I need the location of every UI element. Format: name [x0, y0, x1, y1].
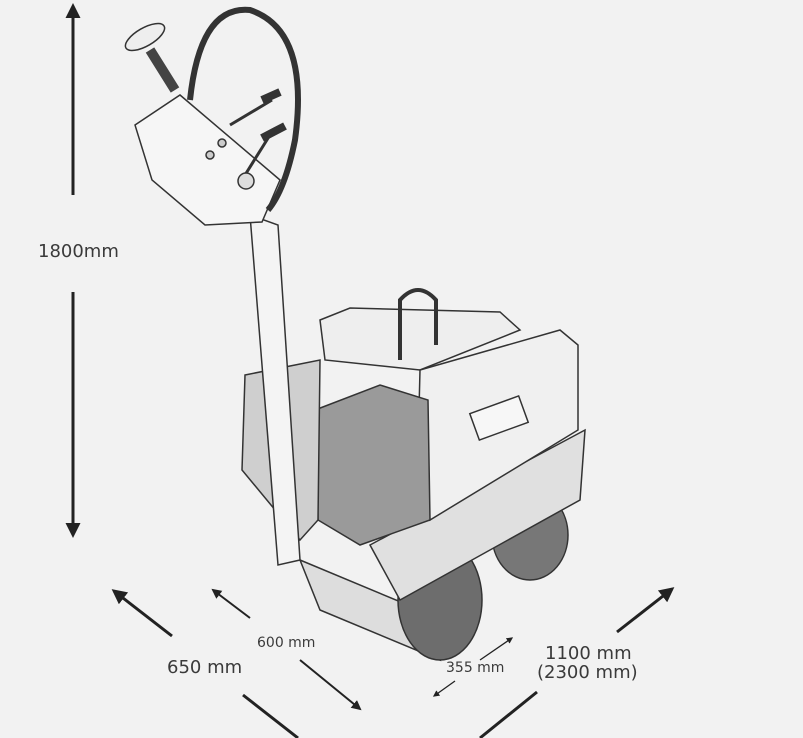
vibratory-roller-illustration — [124, 6, 586, 662]
drum-diameter-arrow-up — [479, 637, 514, 661]
drum-width-arrow-right — [299, 659, 362, 711]
width-label: 650 mm — [167, 657, 243, 678]
drum-diameter-label: 355 mm — [446, 660, 505, 676]
drum-width-arrow-left — [211, 588, 251, 619]
length-label: 1100 mm — [545, 643, 632, 664]
width-arrow-right — [242, 693, 299, 738]
height-label: 1800mm — [38, 241, 119, 262]
dimension-arrows — [65, 3, 675, 738]
length-arrow-bottom — [479, 690, 538, 738]
drum-width-label: 600 mm — [257, 635, 316, 651]
drum-diameter-arrow-down — [432, 680, 456, 697]
length-arrow-top — [616, 587, 675, 634]
width-arrow-left — [111, 589, 173, 638]
length-extended-label: (2300 mm) — [537, 662, 638, 683]
